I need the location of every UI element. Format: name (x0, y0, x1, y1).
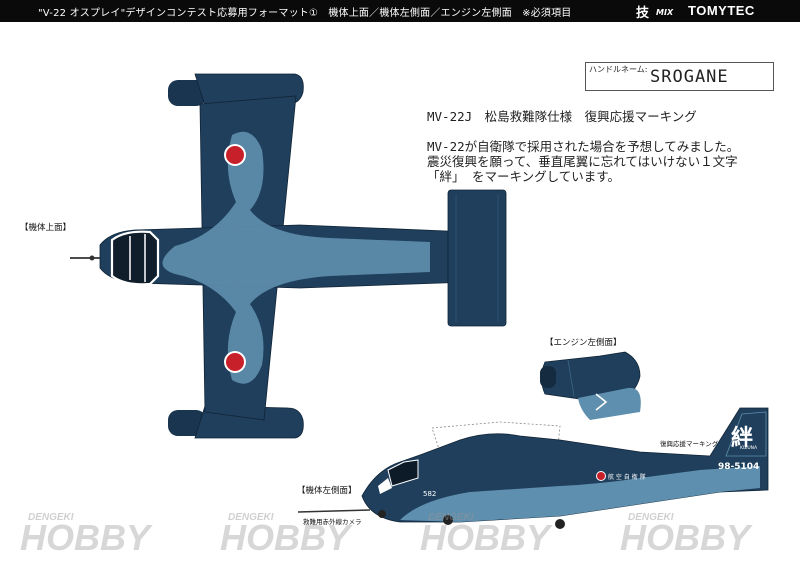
brand-waza-logo: 技 (636, 6, 650, 21)
handle-name-value: SROGANE (650, 67, 729, 87)
watermark-dengeki-4: DENGEKI (628, 512, 674, 523)
description-line-2: 震災復興を願って、垂直尾翼に忘れてはいけない１文字 (427, 154, 738, 169)
fuselage-text-marking: 航 空 自 衛 隊 (608, 474, 646, 481)
brand-mix-logo: MIX (656, 8, 674, 17)
engine-side-view (540, 351, 641, 420)
tail-marking-note: 復興応援マーキング (660, 440, 719, 448)
watermark-dengeki-3: DENGEKI (428, 512, 474, 523)
header-bar: "V-22 オスプレイ"デザインコンテスト応募用フォーマット① 機体上面／機体左… (0, 0, 800, 22)
left-side-view (297, 407, 769, 529)
top-view-label: 【機体上面】 (20, 223, 72, 233)
watermark-hobby-2: HOBBY (220, 517, 351, 558)
header-title: "V-22 オスプレイ"デザインコンテスト応募用フォーマット① 機体上面／機体左… (38, 8, 572, 19)
watermark-dengeki-2: DENGEKI (228, 512, 274, 523)
description-line-1: MV-22が自衛隊で採用された場合を予想してみました。 (427, 139, 740, 154)
engine-side-label: 【エンジン左側面】 (545, 338, 622, 348)
tail-kanji-marking: 絆 (731, 425, 754, 451)
left-side-label: 【機体左側面】 (297, 486, 357, 496)
brand-tomytec-logo: TOMYTEC (688, 3, 755, 18)
watermark-hobby-1: HOBBY (20, 517, 151, 558)
watermark-hobby-4: HOBBY (620, 517, 751, 558)
camera-note: 救難用赤外線カメラ (303, 518, 362, 526)
nose-number-marking: 582 (423, 490, 437, 498)
serial-number-marking: 98-5104 (718, 462, 760, 472)
top-view-aircraft (70, 73, 507, 439)
description-title: MV-22J 松島救難隊仕様 復興応援マーキング (427, 109, 697, 124)
description-line-3: 「絆」 をマーキングしています。 (427, 169, 621, 184)
tail-roman-marking: KIZUNA (740, 446, 758, 451)
handle-name-box: ハンドルネーム: SROGANE (585, 62, 774, 91)
handle-name-label: ハンドルネーム: (589, 65, 648, 74)
watermark-hobby-3: HOBBY (420, 517, 551, 558)
watermark-dengeki-1: DENGEKI (28, 512, 74, 523)
